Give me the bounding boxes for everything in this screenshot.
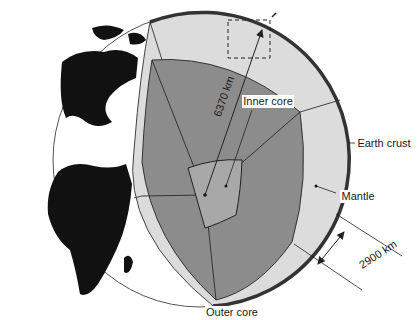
dimension-label: 2900 km: [356, 237, 400, 272]
part-label: Earth crust: [356, 137, 411, 150]
part-label: Inner core: [242, 95, 294, 108]
part-label: Outer core: [205, 306, 259, 319]
part-label: Mantle: [340, 190, 375, 203]
